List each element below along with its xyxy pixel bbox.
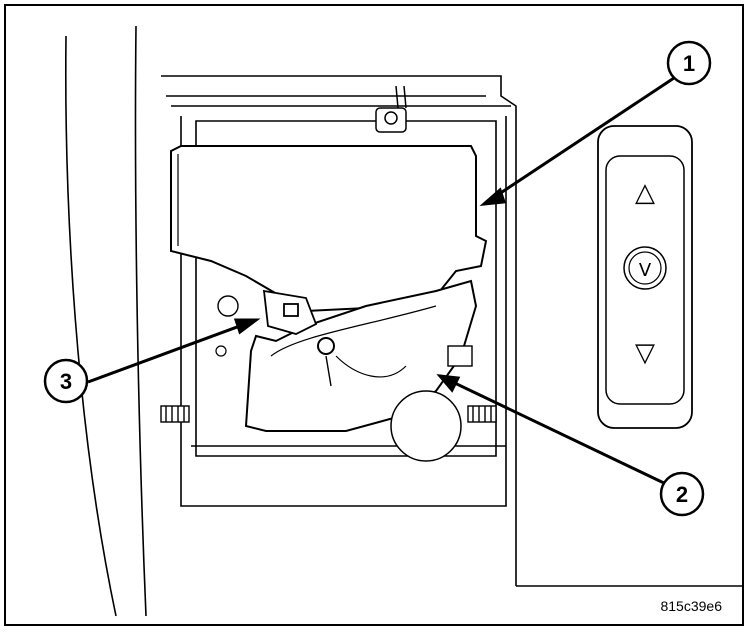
- leader-lines: [87, 76, 675, 486]
- left-bolt: [160, 405, 190, 423]
- left-hole: [215, 345, 227, 357]
- callout-3-label: 3: [60, 369, 72, 394]
- switch-center-button-inner: [628, 251, 662, 285]
- diagram-canvas: △ V ▽ 1 2 3: [43, 25, 742, 617]
- switch-down-button: ▽: [635, 338, 655, 368]
- round-knob: [390, 390, 462, 462]
- right-bolt: [467, 405, 497, 423]
- switch-up-button: △: [635, 178, 655, 208]
- figure-code: 815c39e6: [660, 598, 722, 614]
- left-washer: [217, 295, 239, 317]
- callout-1: 1: [666, 40, 712, 86]
- side-bracket: [447, 345, 473, 367]
- callout-3: 3: [43, 358, 89, 404]
- top-stud: [375, 85, 407, 133]
- switch-panel: △ V ▽: [597, 125, 693, 429]
- callout-1-label: 1: [683, 51, 695, 76]
- diagram-frame: △ V ▽ 1 2 3 815c39e6: [4, 4, 744, 626]
- callout-2-label: 2: [676, 482, 688, 507]
- switch-center-label: V: [639, 260, 652, 281]
- cover-panel: [170, 145, 488, 313]
- retaining-clip: [262, 289, 318, 335]
- callout-2: 2: [659, 471, 705, 517]
